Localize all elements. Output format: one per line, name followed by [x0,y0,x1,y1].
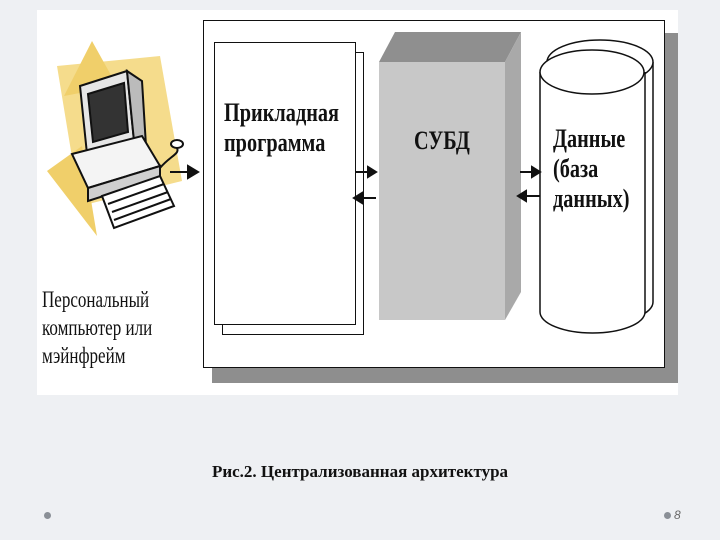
dbms-label: СУБД [414,126,470,155]
page-number: 8 [674,508,681,522]
computer-icon [47,41,184,236]
computer-label: Персональный компьютер или мэйнфрейм [42,287,153,368]
application-box [214,42,356,325]
left-bullet [44,512,51,519]
data-label: Данные (база данных) [553,124,630,213]
dbms-block [379,32,521,320]
application-label: Прикладная программа [224,98,340,157]
figure-caption: Рис.2. Централизованная архитектура [211,462,509,481]
database-cylinder [539,39,654,334]
right-bullet [664,512,671,519]
